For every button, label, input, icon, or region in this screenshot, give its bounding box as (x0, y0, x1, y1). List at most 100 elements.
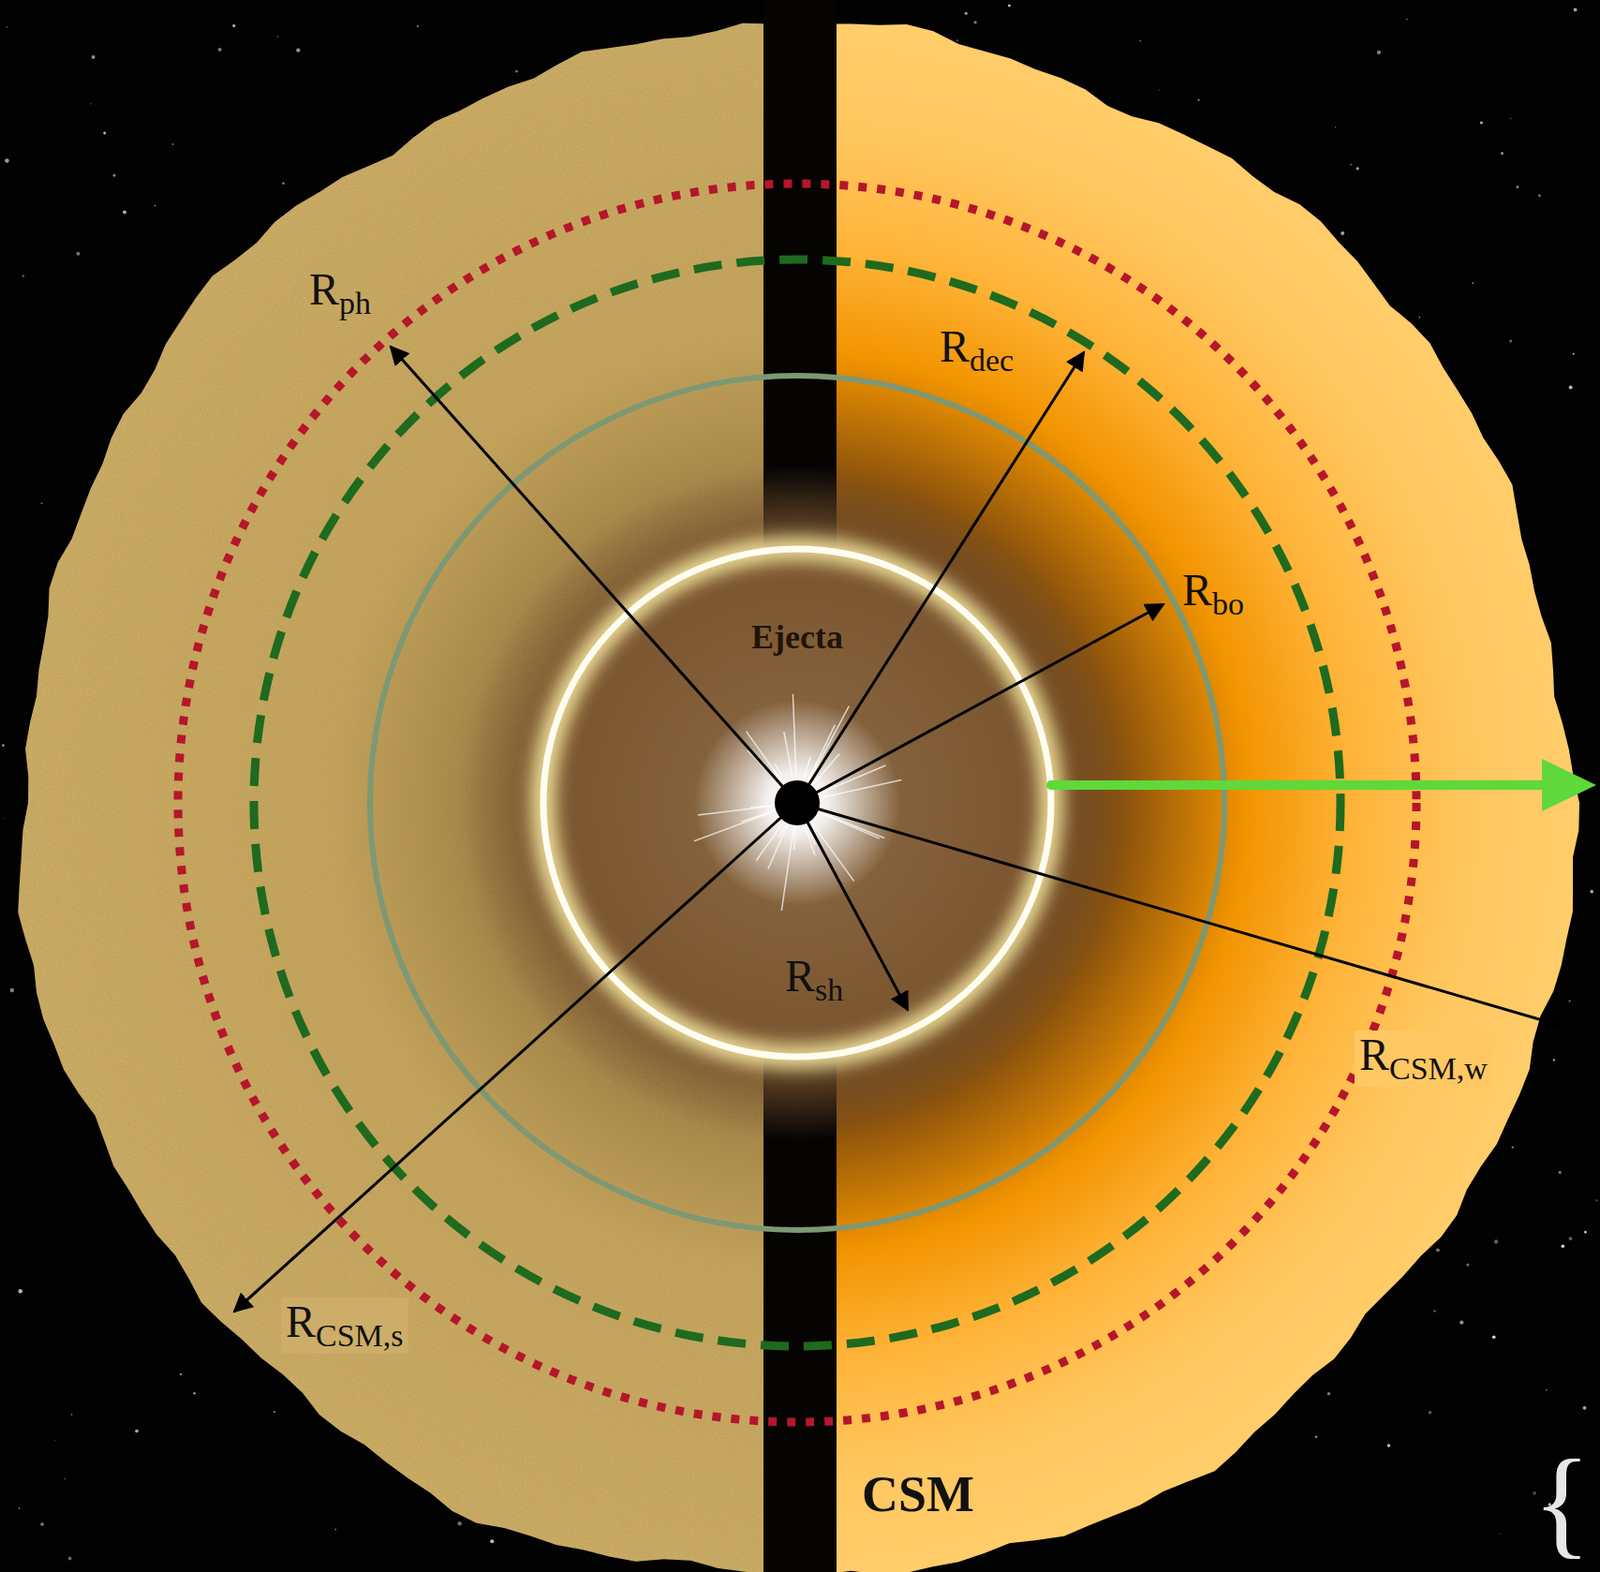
star (1315, 1435, 1319, 1438)
radius-arrow (797, 802, 1562, 1026)
radius-label: Rsh (785, 953, 844, 1007)
star (40, 502, 43, 504)
radius-subscript: ph (339, 285, 371, 321)
radius-symbol: R (1359, 1029, 1390, 1080)
star (171, 143, 174, 146)
csm-wind-half (797, 23, 1580, 1572)
radius-label: Rph (309, 266, 371, 320)
csm-region: CSM Ejecta (21, 27, 1573, 1572)
star (4, 158, 10, 163)
star (956, 39, 959, 42)
star (68, 1556, 73, 1561)
brace-glyph: { (1532, 1434, 1591, 1570)
star (1471, 281, 1474, 284)
shock-glow (543, 548, 1052, 1057)
star (21, 274, 25, 278)
star (1511, 1146, 1514, 1149)
star (1545, 1388, 1548, 1391)
star (1583, 1406, 1587, 1410)
radius-symbol: R (1182, 564, 1213, 615)
radius-symbol: R (285, 1296, 316, 1347)
star (1349, 162, 1353, 166)
star (1334, 126, 1337, 129)
star (1557, 1170, 1562, 1175)
star (1198, 99, 1200, 102)
star (416, 25, 419, 28)
radius-arrow (797, 352, 1084, 803)
star (1139, 40, 1141, 43)
star (54, 1439, 56, 1441)
radius-symbol: R (785, 950, 815, 1001)
star (1572, 353, 1575, 356)
radius-arrow (797, 604, 1164, 803)
star (1419, 316, 1421, 318)
star (134, 1429, 139, 1434)
star (1433, 1309, 1437, 1313)
star (1498, 1533, 1500, 1535)
radius-subscript: CSM,s (315, 1318, 404, 1353)
radius-label: RCSM,s (281, 1297, 409, 1354)
star (458, 1521, 462, 1526)
star (1500, 151, 1504, 155)
breakout-circle (370, 375, 1225, 1230)
star (1007, 4, 1011, 8)
radius-label: Rbo (1182, 567, 1245, 621)
star (1538, 193, 1541, 197)
star (1480, 120, 1483, 124)
star (40, 1522, 45, 1526)
radius-arrow (390, 346, 798, 803)
star (218, 47, 223, 52)
star (18, 1507, 20, 1509)
star (1356, 166, 1360, 170)
star (964, 12, 968, 15)
star (3, 817, 5, 819)
star (192, 1392, 195, 1394)
center-dot (774, 780, 820, 826)
escape-arrowhead (1541, 758, 1597, 812)
star (154, 205, 156, 207)
star (1377, 50, 1381, 55)
radius-label: Rdec (939, 324, 1014, 377)
radius-arrow (234, 802, 798, 1312)
star (1387, 1443, 1391, 1447)
star (6, 26, 9, 29)
star (17, 1288, 23, 1294)
star (1406, 18, 1408, 21)
star (1340, 231, 1345, 236)
decoupling-circle (253, 259, 1341, 1347)
star (515, 70, 519, 74)
star (1510, 118, 1512, 120)
star (1589, 889, 1594, 894)
star (1494, 1239, 1498, 1244)
shock-ring (543, 548, 1052, 1057)
radius-label: RCSM,w (1354, 1030, 1493, 1087)
csm-static-half (17, 23, 798, 1572)
star (10, 988, 15, 993)
star (277, 35, 279, 37)
star (273, 1410, 276, 1413)
star (1553, 1058, 1556, 1062)
star (1595, 1199, 1598, 1201)
star (232, 24, 236, 28)
star (122, 210, 127, 215)
star (1459, 1320, 1464, 1325)
radius-subscript: bo (1212, 586, 1245, 622)
region-label: CSM (861, 1466, 975, 1523)
region-label: Ejecta (751, 619, 844, 657)
radius-symbol: R (309, 264, 340, 314)
star (103, 132, 106, 135)
star (296, 47, 300, 52)
star (1327, 1392, 1332, 1396)
star (489, 1539, 494, 1543)
brace-symbol: { (1532, 1440, 1591, 1563)
star (75, 251, 80, 256)
star (1569, 1236, 1573, 1241)
star (1466, 1262, 1469, 1266)
star (179, 1373, 182, 1376)
star (89, 103, 91, 104)
radius-subscript: sh (814, 972, 844, 1008)
star (1, 743, 5, 747)
